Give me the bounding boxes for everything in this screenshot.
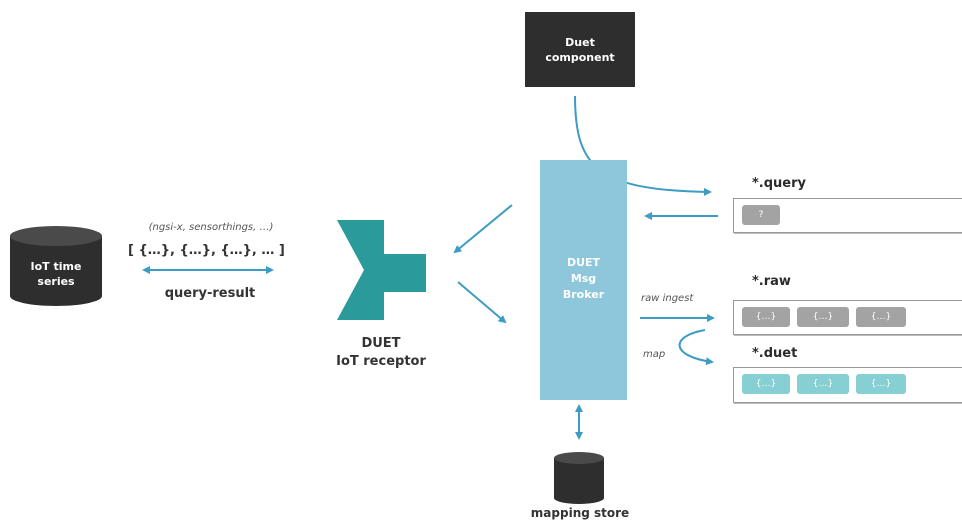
timeseries-line2: series (37, 275, 75, 288)
duet-component-box: Duet component (525, 12, 635, 87)
msg-broker-label: DUET Msg Broker (540, 255, 627, 303)
protocols-text: (ngsi-x, sensorthings, …) (148, 222, 274, 233)
duet-topic-queue: {…} {…} {…} (733, 367, 962, 403)
broker-line1: DUET (566, 256, 601, 269)
query-topic-queue: ? (733, 198, 962, 233)
timeseries-line1: IoT time (30, 260, 82, 273)
raw-ingest-label: raw ingest (641, 293, 694, 304)
broker-line3: Broker (562, 288, 605, 301)
duet-chip-2: {…} (797, 374, 849, 394)
raw-chip-3: {…} (856, 307, 906, 327)
map-label: map (643, 349, 666, 360)
duet-topic-label: *.duet (752, 346, 798, 361)
duet-chip-1: {…} (742, 374, 790, 394)
duet-component-line2: component (545, 50, 615, 64)
raw-chip-1: {…} (742, 307, 790, 327)
duet-component-line1: Duet (565, 35, 595, 49)
raw-topic-label: *.raw (752, 274, 791, 289)
receptor-line1: DUET (361, 336, 401, 351)
iot-receptor-label: DUET IoT receptor (326, 335, 436, 371)
receptor-to-broker-arrow (457, 281, 507, 324)
mapping-store-label: mapping store (530, 506, 630, 520)
query-result-label: query-result (164, 286, 256, 301)
raw-chip-2: {…} (797, 307, 849, 327)
duet-chip-3: {…} (856, 374, 906, 394)
iot-receptor-icon (337, 220, 426, 320)
receptor-line2: IoT receptor (336, 354, 426, 369)
msg-broker (540, 160, 627, 400)
json-array-text: [ {…}, {…}, {…}, … ] (128, 243, 285, 258)
broker-to-receptor-arrow (453, 204, 513, 254)
map-arrow (678, 329, 714, 366)
query-topic-label: *.query (752, 176, 806, 191)
raw-topic-queue: {…} {…} {…} (733, 300, 962, 335)
mapping-store-cylinder (554, 452, 604, 504)
query-chip: ? (742, 205, 780, 225)
broker-line2: Msg (570, 272, 597, 285)
iot-timeseries-cylinder (10, 226, 102, 306)
iot-timeseries-label: IoT time series (10, 259, 102, 289)
